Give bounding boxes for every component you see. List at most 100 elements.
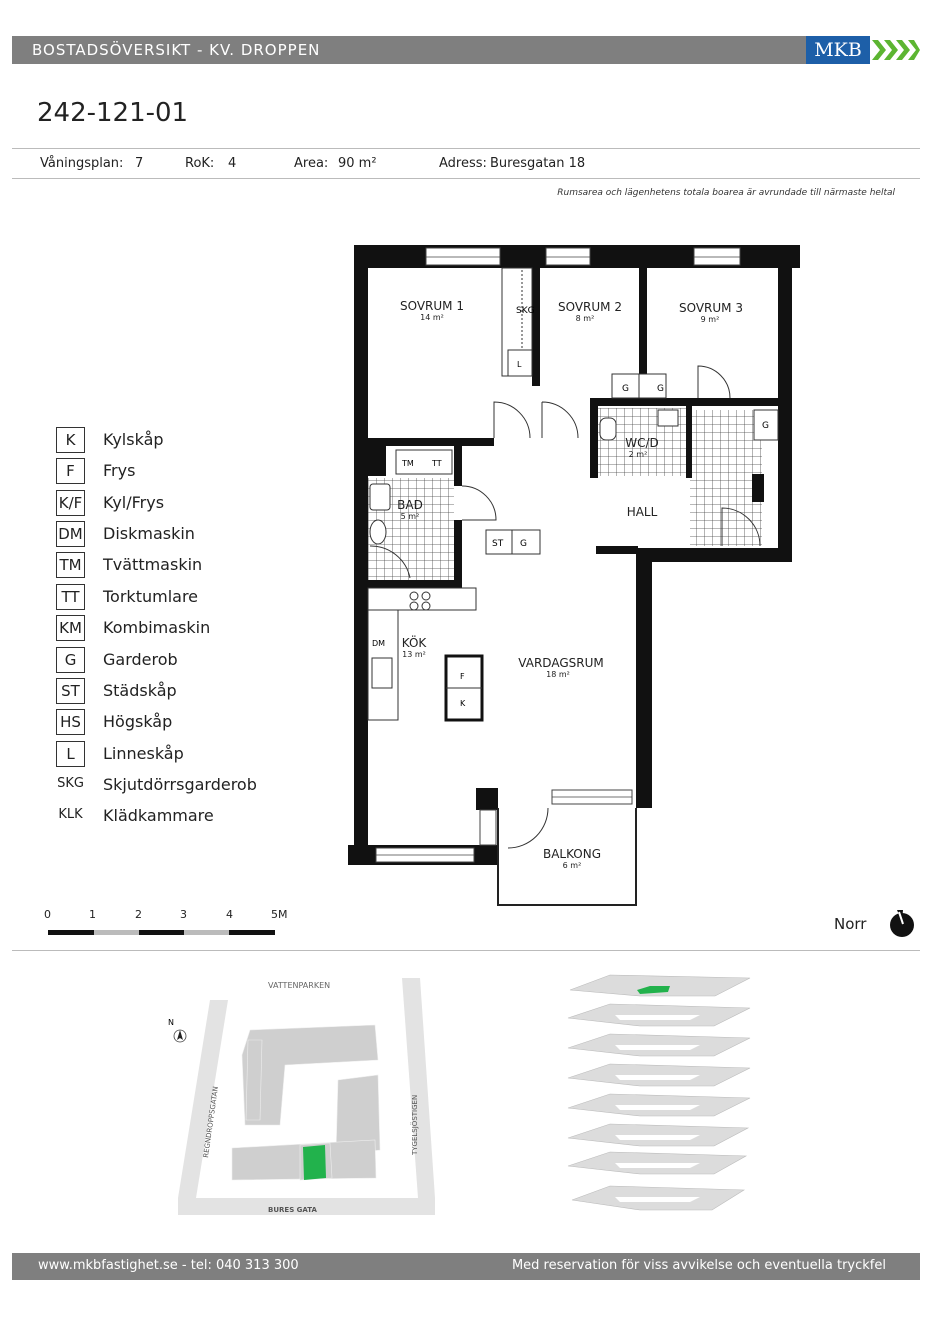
dm-label: DM — [372, 639, 385, 648]
room-name-sovrum1: SOVRUM 1 — [400, 299, 464, 313]
address-label: Adress: — [439, 156, 487, 171]
room-area-bad: 5 m² — [401, 512, 420, 521]
scale-label: 0 — [44, 908, 51, 921]
legend-label: Diskmaskin — [103, 524, 195, 543]
legend-label: Skjutdörrsgarderob — [103, 775, 257, 794]
contact-info: www.mkbfastighet.se - tel: 040 313 300 — [38, 1258, 299, 1273]
apartment-floor-highlight — [637, 986, 670, 994]
g-label-4: G — [520, 539, 527, 549]
floor-label: Våningsplan: — [40, 156, 124, 171]
scale-segment — [184, 930, 229, 935]
room-area-sovrum3: 9 m² — [701, 315, 720, 324]
f-label: F — [460, 672, 465, 681]
legend-label: Torktumlare — [103, 587, 199, 606]
legend-label: Frys — [103, 461, 136, 480]
scale-label: 5M — [271, 908, 288, 921]
legend-code: SKG — [57, 776, 84, 791]
legend-item: KLK Klädkammare — [56, 803, 286, 829]
scale-label: 2 — [135, 908, 142, 921]
legend-code: G — [56, 647, 85, 673]
legend-label: Städskåp — [103, 681, 177, 700]
legend-code: K/F — [56, 490, 85, 516]
legend-item: TM Tvättmaskin — [56, 552, 286, 578]
wc-toilet — [599, 417, 617, 441]
legend-code: KLK — [58, 807, 83, 822]
kitchen-counter-top — [367, 587, 477, 611]
room-name-hall: HALL — [627, 505, 658, 519]
door-swings — [461, 365, 761, 849]
courtyards — [615, 1015, 700, 1202]
apartment-info-row: Våningsplan: 7 RoK: 4 Area: 90 m² Adress… — [12, 148, 920, 179]
legend-item: K Kylskåp — [56, 427, 286, 453]
hall-tiles — [690, 410, 762, 546]
laundry-machines — [395, 449, 453, 475]
legend-item: SKG Skjutdörrsgarderob — [56, 772, 286, 798]
legend-label: Högskåp — [103, 712, 173, 731]
street-top-label: VATTENPARKEN — [268, 981, 330, 990]
floor-value: 7 — [135, 156, 144, 171]
apartment-number: 242-121-01 — [37, 98, 189, 128]
kitchen-sink — [371, 657, 393, 689]
floor-plan: SKG L G G G ST G TM TT DM F K SOVRUM 1 — [348, 245, 800, 906]
buildings — [231, 1024, 381, 1181]
room-name-wcd: WC/D — [625, 436, 659, 450]
room-area-wcd: 2 m² — [629, 450, 648, 459]
cleaning-cabinet — [485, 529, 541, 555]
room-name-sovrum2: SOVRUM 2 — [558, 300, 622, 314]
legend-label: Klädkammare — [103, 806, 214, 825]
site-map: VATTENPARKEN BURES GATA REGNDROPPSGATAN … — [168, 978, 435, 1215]
room-area-sovrum1: 14 m² — [420, 313, 444, 322]
room-name-balkong: BALKONG — [543, 847, 601, 861]
legend-item: DM Diskmaskin — [56, 521, 286, 547]
area-label: Area: — [294, 156, 329, 171]
rooms-value: 4 — [228, 156, 237, 171]
logo-arrows-icon — [872, 40, 920, 60]
streets — [178, 978, 435, 1215]
legend-code: TT — [56, 584, 85, 610]
legend-label: Kyl/Frys — [103, 493, 165, 512]
legend-item: K/F Kyl/Frys — [56, 490, 286, 516]
area-value: 90 m² — [338, 156, 377, 171]
legend-code: TM — [56, 552, 85, 578]
floor-slabs — [567, 974, 751, 1211]
l-label: L — [517, 360, 522, 369]
footer-bar: www.mkbfastighet.se - tel: 040 313 300 M… — [12, 1253, 920, 1280]
sink — [369, 483, 391, 511]
balcony-outline — [497, 808, 637, 906]
room-area-vardagsrum: 18 m² — [546, 670, 570, 679]
linen-cabinet — [507, 349, 533, 377]
room-area-sovrum2: 8 m² — [576, 314, 595, 323]
room-area-balkong: 6 m² — [563, 861, 582, 870]
north-label: Norr — [834, 915, 867, 933]
g-label-2: G — [657, 384, 664, 394]
scale-bar: 0 1 2 3 4 5M — [44, 908, 294, 940]
street-right-label: TYGELSJÖSTIGEN — [410, 1095, 419, 1156]
window-lines — [376, 256, 740, 856]
legend-label: Linneskåp — [103, 744, 184, 763]
legend-code: KM — [56, 615, 85, 641]
shower-curve — [369, 545, 411, 579]
g-label-1: G — [622, 384, 629, 394]
street-bottom-label: BURES GATA — [268, 1206, 318, 1214]
legend-item: TT Torktumlare — [56, 584, 286, 610]
wc-sink — [657, 409, 679, 427]
skg-label: SKG — [516, 306, 535, 316]
section-divider — [12, 950, 920, 951]
tm-label: TM — [401, 459, 414, 468]
legend-item: ST Städskåp — [56, 678, 286, 704]
legend-label: Garderob — [103, 650, 178, 669]
legend-item: F Frys — [56, 458, 286, 484]
building-floors-illustration — [567, 974, 751, 1211]
room-name-bad: BAD — [397, 498, 423, 512]
st-label: ST — [492, 539, 504, 549]
north-arrow-icon — [890, 910, 914, 937]
hall-wardrobe — [753, 409, 779, 441]
scale-label: 4 — [226, 908, 233, 921]
room-name-sovrum3: SOVRUM 3 — [679, 301, 743, 315]
print-disclaimer: Med reservation för viss avvikelse och e… — [511, 1258, 886, 1273]
legend-code: HS — [56, 709, 85, 735]
scale-segment — [94, 930, 139, 935]
scale-label: 3 — [180, 908, 187, 921]
legend-item: G Garderob — [56, 647, 286, 673]
tt-label: TT — [431, 459, 442, 468]
